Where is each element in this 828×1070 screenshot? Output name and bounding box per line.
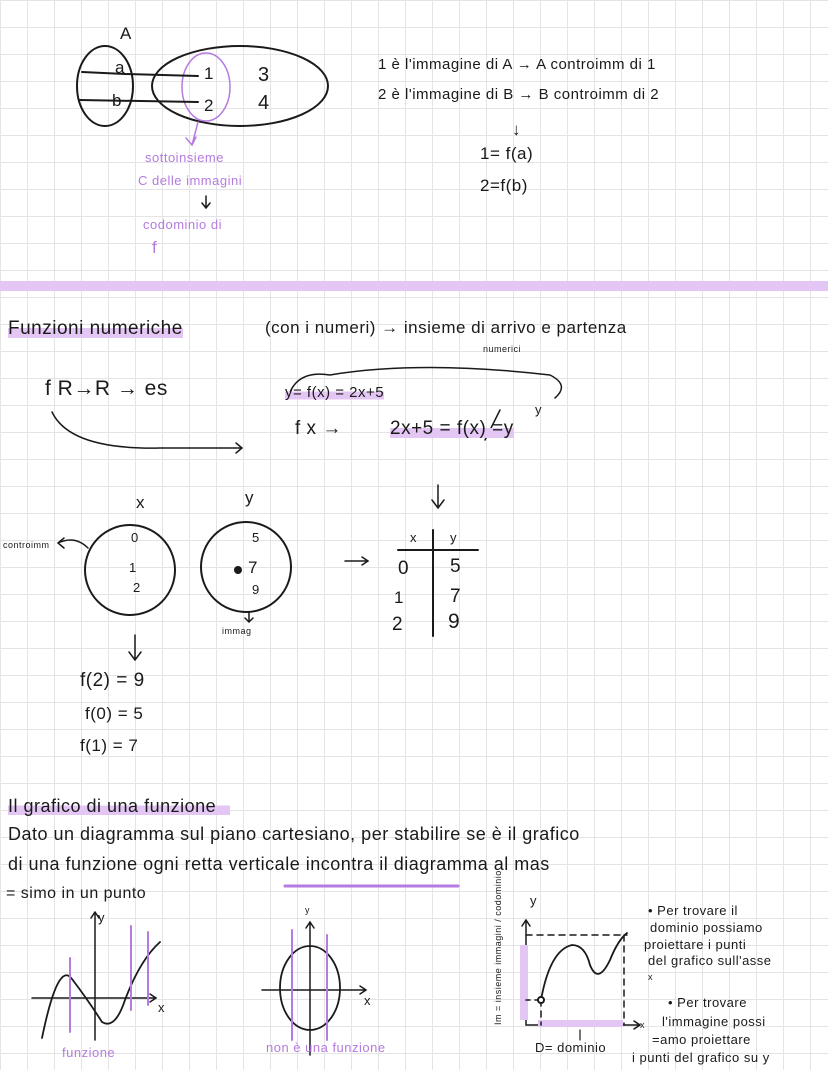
equation-2: 2=f(b) [480, 176, 528, 195]
table-cell: 7 [450, 586, 462, 607]
graph2-axis-x: x [364, 993, 371, 1008]
table-header-y: y [450, 530, 457, 545]
domain-circle [84, 524, 176, 616]
graph3-axis-x: x [640, 1020, 645, 1030]
arrow-down: ↓ [512, 120, 521, 139]
graph-function [31, 911, 161, 1041]
brace-curve [289, 366, 563, 399]
table-arrow-down [431, 484, 445, 510]
image-statement-2: 2 è l'immagine di B → B controimm di 2 [378, 86, 660, 103]
codomain-note: codominio di [143, 217, 222, 232]
image-value: 9 [252, 582, 260, 597]
note-line: l'immagine possi [662, 1014, 766, 1029]
immag-arrow [244, 611, 254, 624]
codomain-arrow [201, 195, 211, 210]
subset-note: sottoinsieme [145, 150, 224, 165]
note-line: i punti del grafico su y [632, 1050, 770, 1065]
graph-circle [261, 920, 368, 1056]
example-equation-2: 2x+5 = f(x) =y [390, 418, 514, 440]
mapping-line: f R→R → es [45, 377, 168, 400]
graph1-axis-y: y [98, 910, 105, 925]
graph2-caption: non è una funzione [266, 1040, 386, 1055]
note-line: proiettare i punti [644, 937, 747, 952]
section-divider [0, 281, 828, 291]
set-b-item: 2 [204, 96, 214, 115]
controimm-arrow [56, 537, 89, 549]
paragraph-text: incontra il diagramma al mas [305, 854, 550, 874]
image-circle [200, 521, 292, 613]
image-subset-ellipse [181, 52, 231, 122]
codomain-f: f [152, 238, 158, 257]
note-line: • Per trovare [668, 995, 747, 1010]
example-equation: y= f(x) = 2x+5 [285, 384, 385, 401]
to-table-arrow [344, 556, 370, 566]
evaluation: f(2) = 9 [80, 670, 145, 691]
note-line: • Per trovare il [648, 903, 738, 918]
mapping-b-2 [79, 99, 199, 103]
domain-value: 2 [133, 580, 141, 595]
graph1-axis-x: x [158, 1000, 165, 1015]
paragraph-text: di una funzione ogni [8, 854, 180, 874]
set-a-label: A [120, 24, 132, 43]
domain-value: 1 [129, 560, 137, 575]
image-value: 5 [252, 530, 260, 545]
set-b-item: 4 [258, 92, 270, 114]
images-note: C delle immagini [138, 173, 243, 188]
evaluation: f(0) = 5 [85, 704, 144, 723]
graph-domain-image [520, 918, 642, 1041]
note-line: dominio possiamo [650, 920, 763, 935]
graph3-axis-y: y [530, 893, 537, 908]
graph3-y-note: Im = insieme immagini / codominio [493, 870, 503, 1025]
table-lines [397, 529, 479, 637]
evaluation: f(1) = 7 [80, 736, 139, 755]
table-cell: 2 [392, 614, 404, 635]
mapping-line-2: f x → [295, 418, 342, 439]
note-line: =amo proiettare [652, 1032, 751, 1047]
image-statement-1: 1 è l'immagine di A → A controimm di 1 [378, 56, 656, 73]
image-label-y: y [245, 488, 254, 507]
set-a-ellipse [76, 45, 134, 127]
eval-arrow-down [128, 634, 142, 662]
table-cell: 1 [394, 588, 404, 607]
image-value: 7 [248, 558, 258, 577]
note-line: del grafico sull'asse [648, 953, 772, 968]
vertical-line-phrase: retta verticale [184, 854, 301, 874]
set-b-ellipse [151, 45, 329, 127]
table-cell: 0 [398, 558, 410, 579]
mapping-curve-arrow [51, 411, 244, 454]
paragraph-line: = simo in un punto [6, 885, 147, 902]
image-dot [234, 566, 242, 574]
title-sub: numerici [483, 344, 522, 354]
domain-value: 0 [131, 530, 139, 545]
domain-label-x: x [136, 493, 145, 512]
controimm-label: controimm [3, 540, 50, 550]
graph1-caption: funzione [62, 1045, 116, 1060]
graph2-axis-y: y [305, 905, 310, 915]
title-explanation: (con i numeri) → insieme di arrivo e par… [265, 318, 627, 337]
equation-1: 1= f(a) [480, 144, 534, 163]
set-a-item: a [115, 58, 125, 77]
paragraph-line: Dato un diagramma sul piano cartesiano, … [8, 824, 580, 844]
superscript-y: y [535, 402, 542, 417]
paragraph-line: di una funzione ogni retta verticale inc… [8, 854, 550, 875]
set-a-item: b [112, 91, 122, 110]
set-b-item: 3 [258, 64, 270, 86]
section-title-numeric-functions: Funzioni numeriche [8, 318, 183, 340]
graph3-caption: D= dominio [535, 1040, 607, 1055]
table-cell: 5 [450, 556, 462, 577]
note-line: x [648, 972, 653, 982]
subset-arrow [185, 121, 199, 147]
section-title-graph: Il grafico di una funzione [8, 796, 231, 817]
table-header-x: x [410, 530, 417, 545]
image-label: immag [222, 626, 252, 636]
table-cell: 9 [448, 610, 461, 633]
set-b-item: 1 [204, 64, 214, 83]
mapping-a-1 [81, 71, 199, 77]
